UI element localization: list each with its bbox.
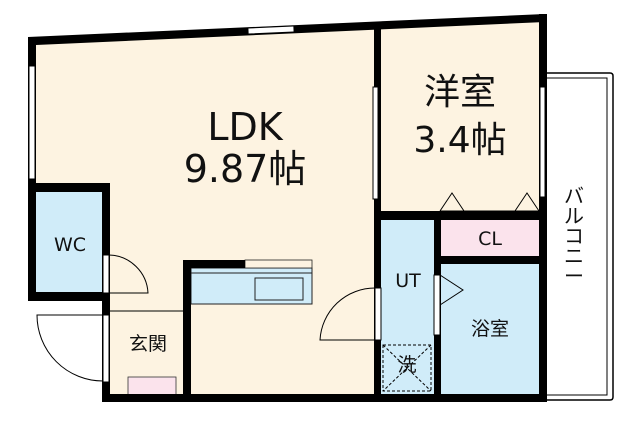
balcony-char: ニ: [564, 244, 584, 268]
kitchen-sink: [254, 277, 304, 301]
western-size: 3.4帖: [413, 120, 507, 161]
balcony-label: バ ル コ ニ ー: [562, 186, 586, 286]
bath-door-fold: [439, 274, 464, 306]
balcony-outline: [545, 72, 614, 401]
closet-floor: [440, 220, 540, 258]
ut-label: UT: [395, 270, 421, 292]
bath-label: 浴室: [470, 318, 509, 340]
wc-door-swing: [108, 254, 149, 294]
balcony-char: コ: [564, 224, 584, 248]
ldk-name: LDK: [207, 105, 283, 149]
closet-door-left: [439, 192, 465, 212]
western-name: 洋室: [423, 72, 496, 113]
closet-door-right: [514, 192, 540, 212]
window-partition: [372, 86, 379, 200]
western-floor: [378, 18, 545, 215]
balcony-char: バ: [564, 184, 584, 208]
washer-space: [382, 344, 432, 392]
closet-label: CL: [478, 228, 502, 250]
wc-label: WC: [53, 234, 87, 256]
balcony-char: ー: [564, 264, 584, 288]
wc-floor: [35, 192, 103, 292]
entrance-label: 玄関: [128, 333, 167, 355]
window-top: [247, 25, 295, 35]
ut-door-swing: [319, 287, 376, 341]
ldk-floor: [35, 28, 378, 397]
washer-label: 洗: [397, 354, 417, 376]
balcony-char: ル: [564, 204, 584, 228]
window-right: [539, 86, 546, 198]
ldk-size: 9.87帖: [183, 147, 307, 191]
window-left: [28, 65, 36, 180]
entrance-door-swing: [36, 314, 104, 382]
